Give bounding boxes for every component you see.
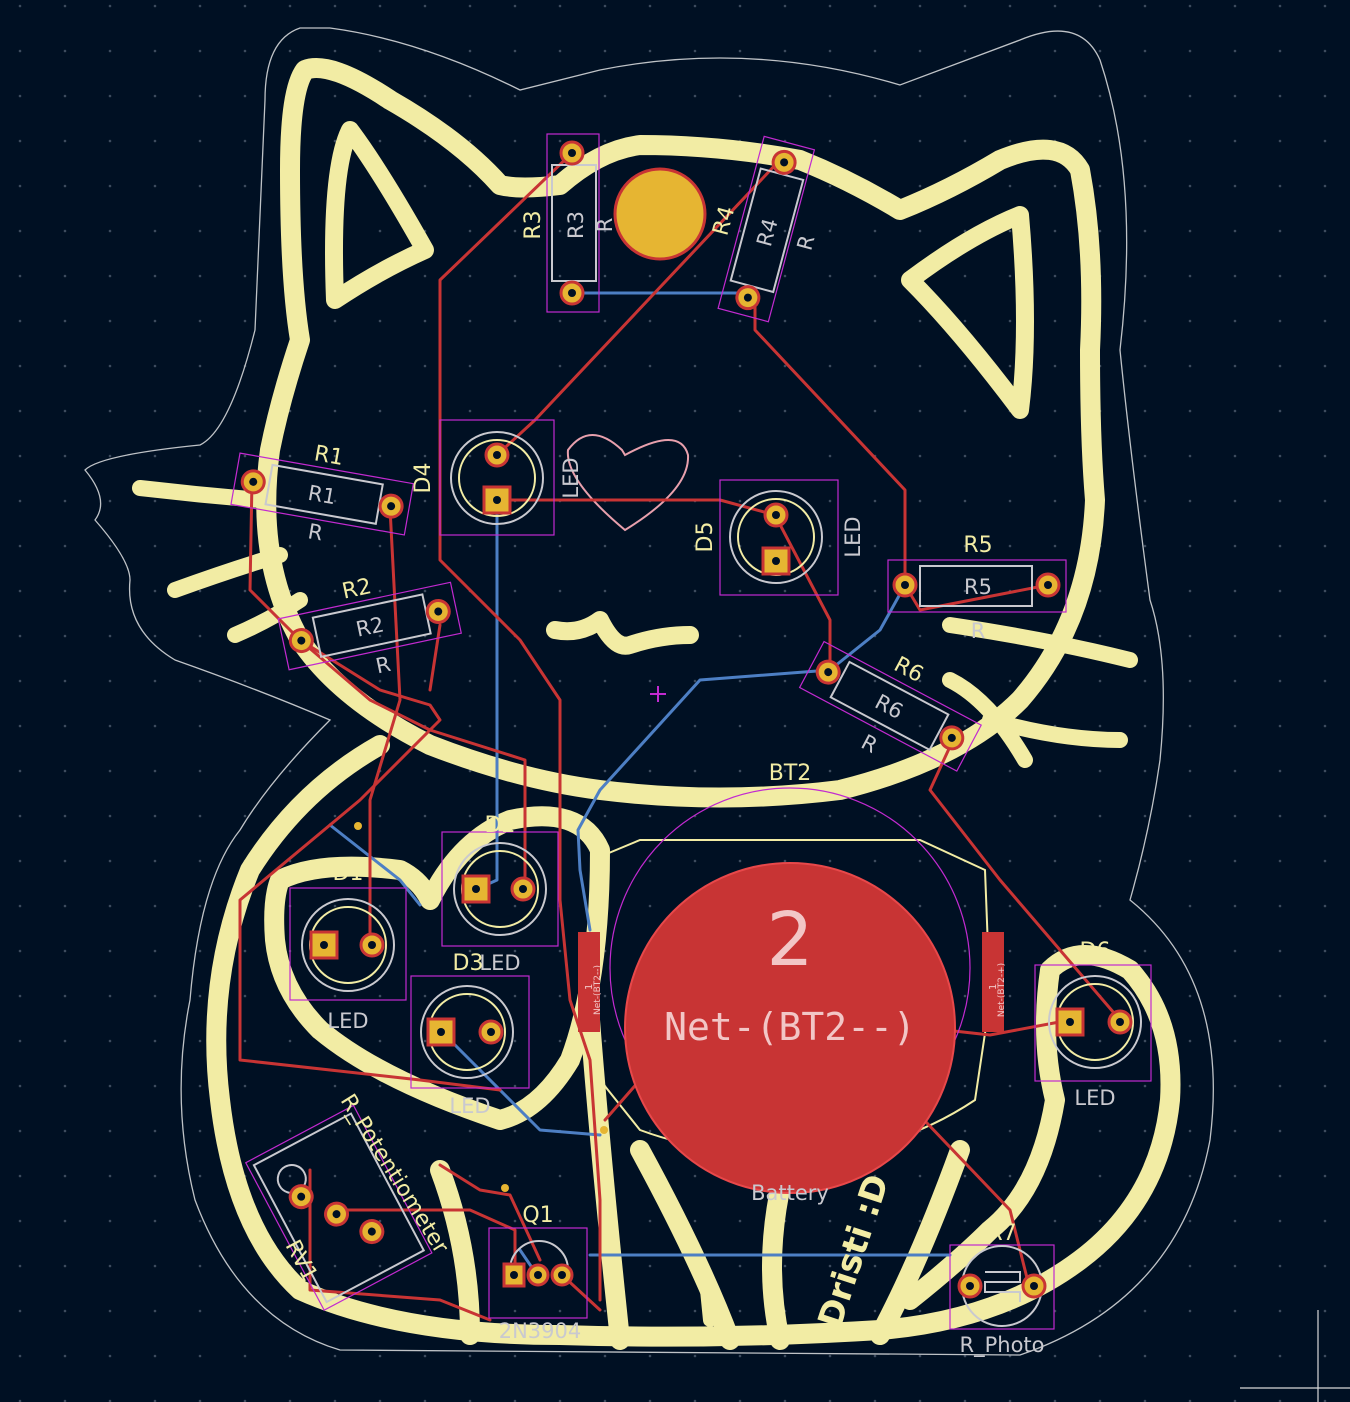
- svg-text:LED: LED: [449, 1094, 490, 1118]
- svg-text:D1: D1: [333, 861, 364, 886]
- svg-text:R1: R1: [312, 441, 345, 471]
- svg-text:D2: D2: [485, 813, 516, 838]
- svg-text:2N3904: 2N3904: [499, 1319, 582, 1343]
- svg-text:R_Photo: R_Photo: [960, 1333, 1045, 1358]
- resistor-r5[interactable]: R5 R5 R: [887, 533, 1067, 643]
- battery-side-pad-right-net: Net-(BT2-+): [997, 963, 1007, 1017]
- battery-value: Battery: [751, 1181, 829, 1205]
- svg-text:R1: R1: [306, 481, 338, 509]
- photoresistor-r7[interactable]: R7 R_Photo: [949, 1221, 1055, 1358]
- battery-side-pad-left-net: Net-(BT2--): [593, 965, 603, 1015]
- battery-pad-number: 2: [766, 897, 813, 983]
- svg-text:R7: R7: [987, 1221, 1016, 1246]
- svg-text:LED: LED: [1074, 1086, 1115, 1110]
- svg-text:R2: R2: [354, 612, 386, 641]
- battery-side-pad-left[interactable]: [578, 932, 600, 1032]
- led-d3[interactable]: D3 LED: [410, 951, 530, 1118]
- resistor-r2[interactable]: R2 R2 R: [273, 558, 467, 696]
- svg-text:R3: R3: [564, 211, 588, 239]
- led-d2[interactable]: D2 LED: [441, 813, 559, 975]
- svg-text:D4: D4: [411, 463, 436, 494]
- svg-text:R: R: [593, 218, 617, 233]
- mounting-pad[interactable]: [613, 167, 707, 261]
- svg-text:R3: R3: [521, 210, 546, 239]
- svg-text:LED: LED: [559, 457, 583, 498]
- svg-text:R2: R2: [340, 574, 374, 605]
- svg-text:LED: LED: [841, 516, 865, 557]
- resistor-r3[interactable]: R3 R3 R: [521, 133, 617, 313]
- led-d4[interactable]: D4 LED: [411, 419, 583, 536]
- svg-text:R: R: [971, 619, 986, 643]
- svg-text:LED: LED: [479, 951, 520, 975]
- battery-side-pad-right-number: 1: [988, 984, 999, 990]
- svg-text:R: R: [374, 652, 393, 679]
- resistor-r1[interactable]: R1 R1 R: [227, 429, 418, 560]
- via: [501, 1184, 509, 1192]
- origin-marker: [650, 686, 666, 702]
- back-copper-traces: [328, 291, 952, 1277]
- led-d5[interactable]: D5 LED: [693, 479, 865, 596]
- via: [600, 1126, 608, 1134]
- battery-bt2[interactable]: 2 Net-(BT2--) 1 Net-(BT2--) 1 Net-(BT2-+…: [578, 761, 1007, 1205]
- svg-text:R: R: [793, 233, 820, 253]
- battery-net-name: Net-(BT2--): [664, 1005, 916, 1049]
- svg-text:Q1: Q1: [522, 1203, 553, 1228]
- led-d1[interactable]: D1 LED: [289, 861, 407, 1033]
- crosshair: [1240, 1310, 1350, 1402]
- led-d6[interactable]: D6 LED: [1034, 939, 1152, 1110]
- board-edge-outline: [84, 27, 1214, 1356]
- svg-text:R: R: [306, 519, 325, 545]
- battery-side-pad-left-number: 1: [584, 984, 595, 990]
- svg-text:LED: LED: [327, 1009, 368, 1033]
- svg-text:D6: D6: [1080, 939, 1111, 964]
- svg-text:D5: D5: [693, 522, 718, 553]
- battery-reference: BT2: [769, 761, 812, 786]
- via: [354, 822, 362, 830]
- battery-side-pad-right[interactable]: [982, 932, 1004, 1032]
- svg-text:D3: D3: [453, 951, 484, 976]
- potentiometer-rv1[interactable]: [244, 1104, 433, 1311]
- svg-text:R5: R5: [964, 575, 992, 599]
- svg-text:R5: R5: [963, 533, 992, 558]
- battery-pad[interactable]: [624, 862, 956, 1194]
- resistor-r4[interactable]: R4 R4 R: [690, 129, 841, 329]
- transistor-q1[interactable]: Q1 2N3904: [488, 1203, 588, 1343]
